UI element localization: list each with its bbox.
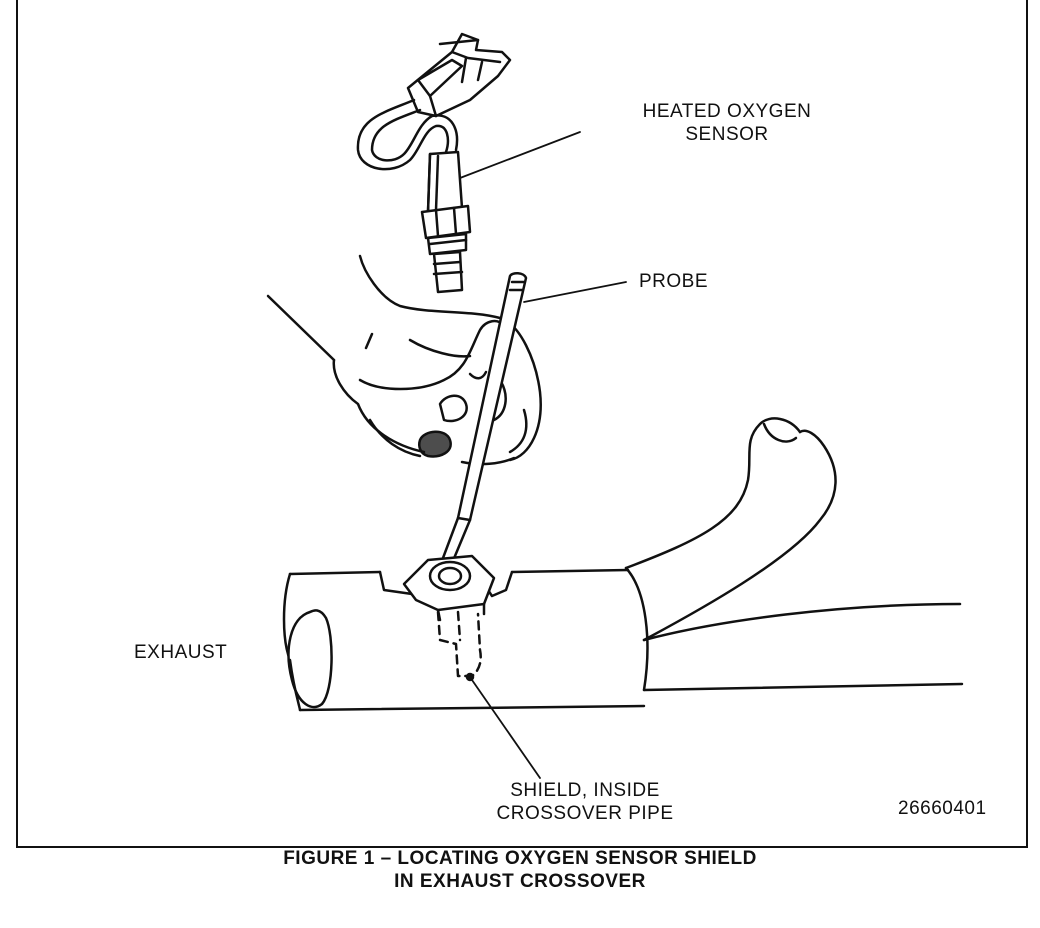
probe-label: PROBE bbox=[639, 271, 709, 292]
figure-caption: FIGURE 1 – LOCATING OXYGEN SENSOR SHIELD… bbox=[270, 847, 770, 893]
probe bbox=[438, 272, 627, 570]
shield-label-line-2: CROSSOVER PIPE bbox=[496, 803, 674, 824]
exhaust-pipe bbox=[282, 417, 964, 712]
heated-oxygen-sensor-label-line-2: SENSOR bbox=[685, 124, 769, 145]
exhaust-label: EXHAUST bbox=[134, 642, 228, 663]
shield-hidden-outline bbox=[436, 610, 541, 779]
heated-oxygen-sensor bbox=[356, 32, 581, 294]
shield-label: SHIELD, INSIDE CROSSOVER PIPE bbox=[470, 779, 700, 825]
part-number: 26660401 bbox=[898, 798, 987, 819]
heated-oxygen-sensor-label: HEATED OXYGEN SENSOR bbox=[612, 100, 842, 146]
figure-frame bbox=[16, 0, 1028, 848]
figure-caption-line-2: IN EXHAUST CROSSOVER bbox=[394, 871, 646, 892]
sensor-boss bbox=[402, 554, 496, 622]
figure-caption-line-1: FIGURE 1 – LOCATING OXYGEN SENSOR SHIELD bbox=[283, 848, 757, 869]
shield-label-line-1: SHIELD, INSIDE bbox=[510, 780, 660, 801]
heated-oxygen-sensor-label-line-1: HEATED OXYGEN bbox=[642, 101, 812, 122]
